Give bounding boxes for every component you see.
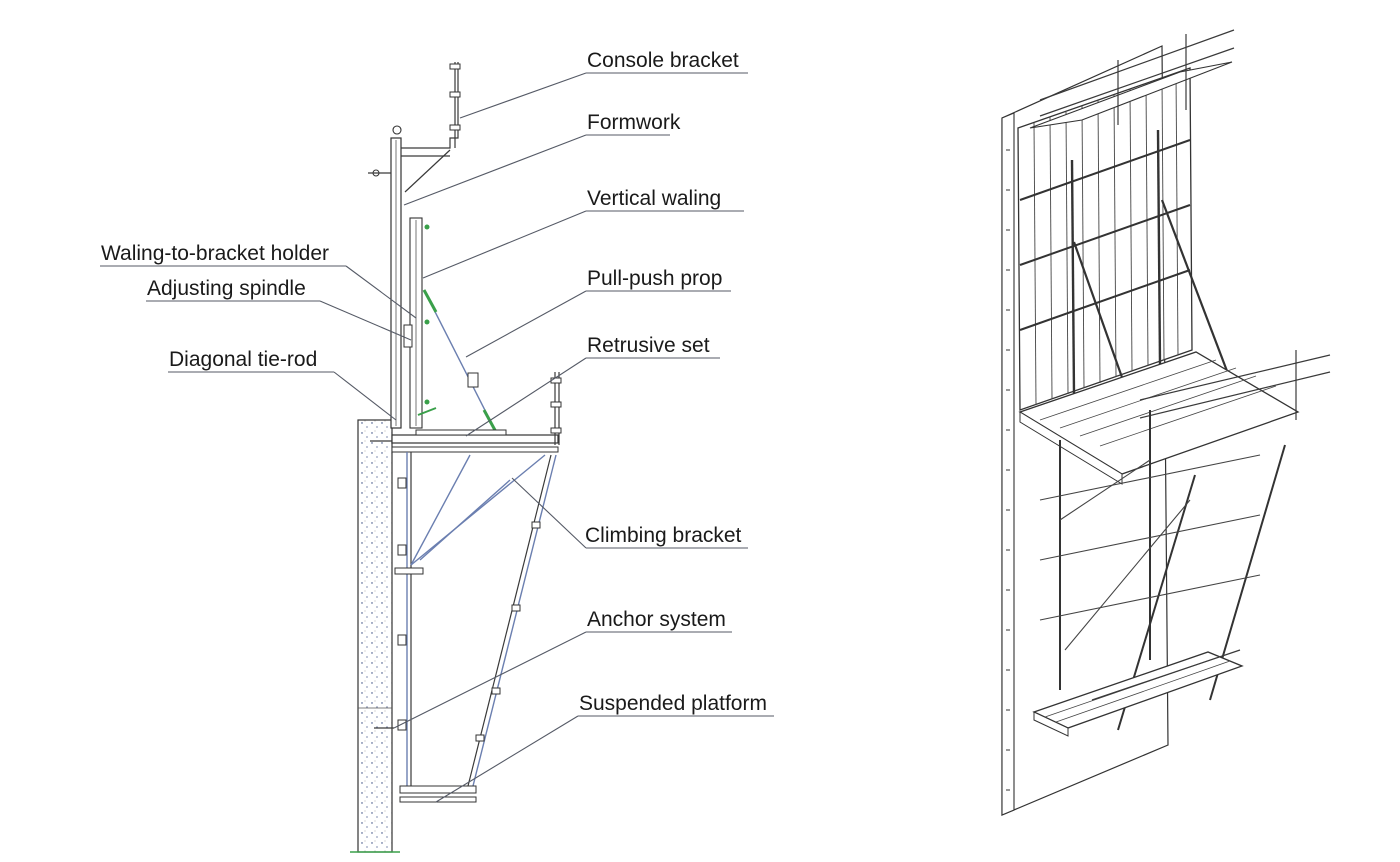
leader-lines [100, 72, 774, 803]
label-waling-to-bracket-holder: Waling-to-bracket holder [101, 242, 329, 265]
label-anchor-system: Anchor system [587, 608, 726, 631]
label-retrusive-set: Retrusive set [587, 334, 710, 357]
climbing-bracket [394, 452, 546, 790]
anchor-system [374, 477, 407, 731]
label-adjusting-spindle: Adjusting spindle [147, 277, 306, 300]
label-vertical-waling: Vertical waling [587, 187, 721, 210]
pull-push-prop [417, 289, 498, 433]
concrete-wall [357, 419, 393, 853]
isometric-view [1001, 29, 1331, 816]
section-view [350, 62, 562, 853]
label-diagonal-tie-rod: Diagonal tie-rod [169, 348, 317, 371]
labels: Console bracket Formwork Vertical waling… [101, 49, 767, 715]
label-pull-push-prop: Pull-push prop [587, 267, 722, 290]
label-console-bracket: Console bracket [587, 49, 739, 72]
console-bracket [401, 62, 461, 193]
iso-formwork-panel [1017, 67, 1193, 411]
label-formwork: Formwork [587, 111, 681, 134]
vertical-waling [403, 217, 430, 429]
retrusive-set [370, 429, 559, 453]
label-suspended-platform: Suspended platform [579, 692, 767, 715]
suspended-platform [399, 454, 557, 803]
label-climbing-bracket: Climbing bracket [585, 524, 742, 547]
